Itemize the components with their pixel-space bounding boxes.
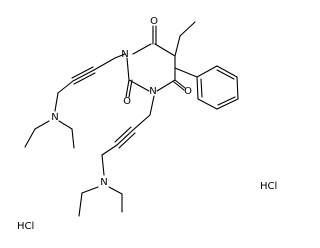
atom-n3: N [149, 86, 156, 97]
hcl-label-left: HCl [17, 221, 35, 232]
hcl-label-right: HCl [260, 181, 278, 192]
molecule-structure: N N O O O N N [24, 16, 239, 217]
atom-o6: O [184, 86, 192, 97]
atom-n-bottom: N [100, 177, 107, 188]
bonds [24, 21, 239, 217]
atom-o4: O [150, 16, 158, 27]
atom-n1: N [121, 49, 128, 60]
atom-o2: O [123, 96, 131, 107]
atom-n-top: N [51, 112, 58, 123]
